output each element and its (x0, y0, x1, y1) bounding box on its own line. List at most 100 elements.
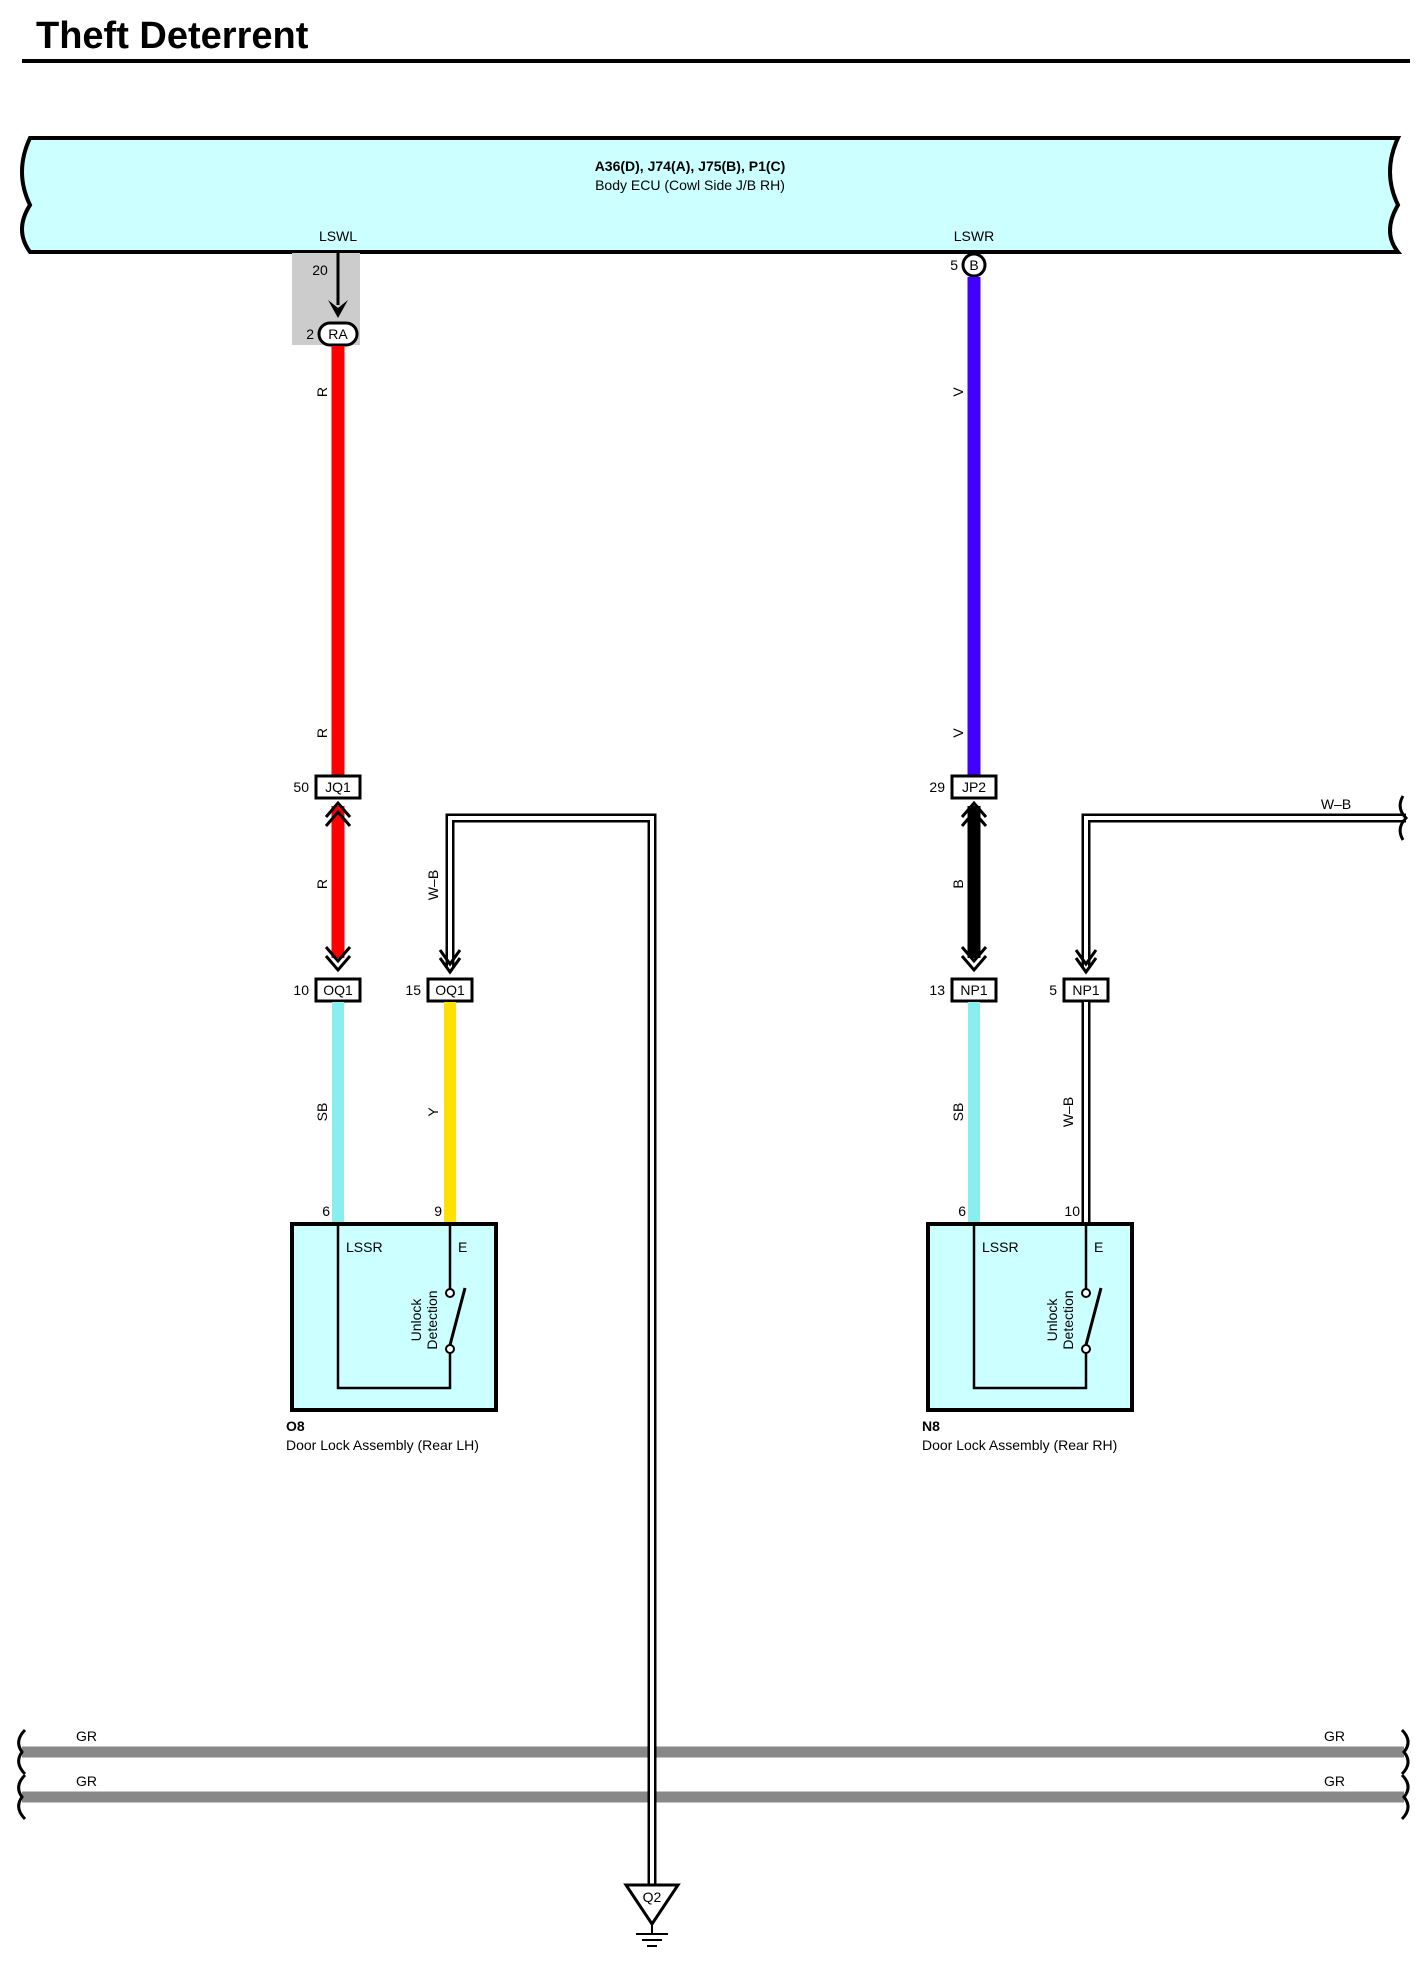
terminal-lssr-right: LSSR (982, 1239, 1019, 1255)
comp-pin-6-left: 6 (322, 1203, 330, 1219)
chevron-down-icon (1074, 957, 1098, 975)
bus-label-gr-2-left: GR (76, 1773, 97, 1789)
connector-np1-b (1062, 977, 1110, 1003)
wire-color-wb-right: W–B (1060, 1097, 1076, 1127)
wire-color-wb-top: W–B (1321, 796, 1351, 812)
switch-contact (1081, 1288, 1091, 1298)
connector-oq1-b-pin: 15 (405, 982, 421, 998)
wire-color-r-1: R (314, 387, 330, 397)
chevron-up-icon (324, 800, 352, 818)
ecu-pin-lswl: LSWL (319, 228, 357, 244)
ecu-pin-5: 5 (950, 257, 958, 273)
ecu-connectors: A36(D), J74(A), J75(B), P1(C) (595, 158, 786, 174)
ecu-name: Body ECU (Cowl Side J/B RH) (595, 177, 785, 193)
internal-wire (336, 1224, 452, 1390)
continuation-break (17, 1773, 27, 1821)
wire-wb-right-top (1081, 813, 1406, 966)
continuation-break (1400, 1728, 1410, 1776)
connector-oq1-a (314, 977, 362, 1003)
switch-label-1-left: Unlock (408, 1298, 424, 1342)
connector-np1-a (950, 977, 998, 1003)
arrow-down-icon (328, 300, 348, 318)
chevron-down-icon (438, 949, 462, 967)
connector-oq1-b-label: OQ1 (435, 982, 465, 998)
chevron-down-icon (324, 946, 352, 964)
chevron-down-icon (324, 955, 352, 973)
component-box (926, 1222, 1134, 1412)
component-box (290, 1222, 498, 1412)
connector-jp2-pin: 29 (929, 779, 945, 795)
body-ecu: A36(D), J74(A), J75(B), P1(C) Body ECU (… (20, 136, 1403, 254)
terminal-e-left: E (458, 1239, 467, 1255)
connector-oq1-a-label: OQ1 (323, 982, 353, 998)
connector-np1-b-label: NP1 (1072, 982, 1099, 998)
chevron-down-icon (960, 946, 988, 964)
wire-color-r-2: R (314, 728, 330, 738)
bus-label-gr-2-right: GR (1324, 1773, 1345, 1789)
connector-b-label: B (969, 257, 978, 273)
chevron-down-icon (960, 955, 988, 973)
ecu-pin-lswr: LSWR (954, 228, 994, 244)
wire-color-v-1: V (950, 387, 966, 397)
page-title: Theft Deterrent (36, 15, 309, 57)
continuation-break (17, 1728, 27, 1776)
connector-ra-label: RA (328, 326, 348, 342)
terminal-lssr-left: LSSR (346, 1239, 383, 1255)
chevron-down-icon (1074, 949, 1098, 967)
continuation-break (1400, 1773, 1410, 1821)
comp-pin-6-right: 6 (958, 1203, 966, 1219)
bus-label-gr-1-right: GR (1324, 1728, 1345, 1744)
connector-ra-pin: 2 (306, 326, 314, 342)
wire-color-r-3: R (314, 879, 330, 889)
switch-label-2-right: Detection (1060, 1290, 1076, 1349)
connector-np1-b-pin: 5 (1049, 982, 1057, 998)
wire-wb-ground-inner (448, 816, 654, 1885)
connector-np1-a-pin: 13 (929, 982, 945, 998)
wire-color-sb-left: SB (314, 1103, 330, 1122)
comp-pin-9-left: 9 (434, 1203, 442, 1219)
chevron-down-icon (438, 957, 462, 975)
ground-q2: Q2 (623, 1883, 681, 1947)
connector-jq1-label: JQ1 (325, 779, 351, 795)
connector-jq1-pin: 50 (293, 779, 309, 795)
connector-np1-a-label: NP1 (960, 982, 987, 998)
comp-code-n8: N8 (922, 1418, 940, 1434)
comp-name-left: Door Lock Assembly (Rear LH) (286, 1437, 479, 1453)
chevron-up-icon (960, 809, 988, 827)
switch-label-1-right: Unlock (1044, 1298, 1060, 1342)
wire-color-b: B (950, 879, 966, 888)
switch-label-2-left: Detection (424, 1290, 440, 1349)
wire-color-v-2: V (950, 728, 966, 738)
connector-ra (317, 321, 359, 347)
bus-label-gr-1-left: GR (76, 1728, 97, 1744)
switch-icon (1084, 1287, 1103, 1346)
door-lock-assembly-rear-rh: LSSR E Unlock Detection (926, 1222, 1134, 1412)
connector-jq1 (314, 774, 362, 800)
connector-jp2-label: JP2 (962, 779, 986, 795)
wire-color-sb-right: SB (950, 1103, 966, 1122)
switch-contact (445, 1288, 455, 1298)
switch-contact (1081, 1344, 1091, 1354)
wire-color-y-left: Y (425, 1107, 441, 1117)
connector-oq1-a-pin: 10 (293, 982, 309, 998)
switch-contact (445, 1344, 455, 1354)
chevron-up-icon (324, 809, 352, 827)
wire-color-wb-left: W–B (425, 870, 441, 900)
ecu-box (20, 136, 1403, 254)
connector-jp2 (950, 774, 998, 800)
connector-b (961, 252, 987, 278)
wire-wb-right-top-inner (1084, 816, 1406, 966)
ecu-pin-20: 20 (312, 262, 328, 278)
comp-pin-10-right: 10 (1064, 1203, 1080, 1219)
comp-code-o8: O8 (286, 1418, 305, 1434)
ground-code: Q2 (643, 1889, 662, 1905)
connector-oq1-b (426, 977, 474, 1003)
chevron-up-icon (960, 800, 988, 818)
switch-icon (448, 1287, 467, 1346)
terminal-e-right: E (1094, 1239, 1103, 1255)
internal-wire (972, 1224, 1088, 1390)
door-lock-assembly-rear-lh: LSSR E Unlock Detection (290, 1222, 498, 1412)
ground-triangle (623, 1883, 681, 1927)
continuation-break (1398, 795, 1409, 841)
